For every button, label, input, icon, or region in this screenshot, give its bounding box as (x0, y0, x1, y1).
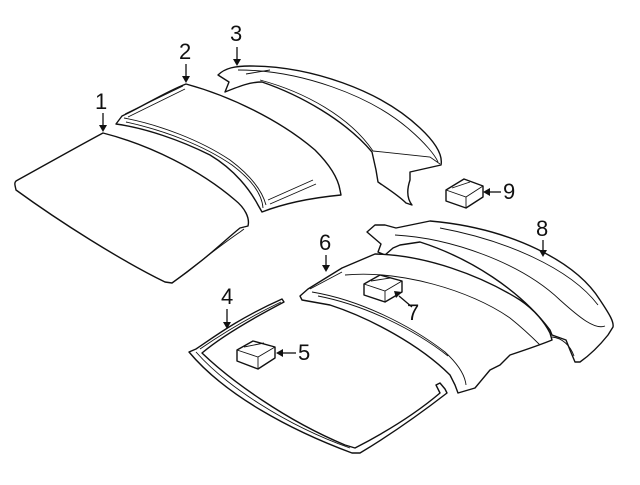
callout-label-4: 4 (221, 284, 234, 309)
part-6-center-roof-frame[interactable] (299, 253, 553, 394)
callout-arrows (99, 47, 547, 357)
callout-label-8: 8 (536, 216, 549, 241)
part-1-front-roof-panel[interactable] (14, 132, 250, 284)
part-8-rear-roof-frame[interactable] (366, 220, 614, 363)
part-9-block[interactable] (445, 178, 484, 209)
part-2-middle-roof-panel[interactable] (115, 83, 342, 213)
callout-label-7: 7 (407, 300, 420, 325)
part-5-block[interactable] (236, 340, 276, 370)
callout-label-2: 2 (179, 39, 192, 64)
callout-label-6: 6 (319, 230, 332, 255)
part-4-front-frame[interactable] (188, 298, 448, 454)
callout-label-3: 3 (230, 21, 243, 46)
callout-label-5: 5 (298, 340, 311, 365)
callout-label-1: 1 (95, 89, 108, 114)
callout-label-9: 9 (503, 179, 516, 204)
part-3-rear-window-frame[interactable] (217, 65, 442, 206)
